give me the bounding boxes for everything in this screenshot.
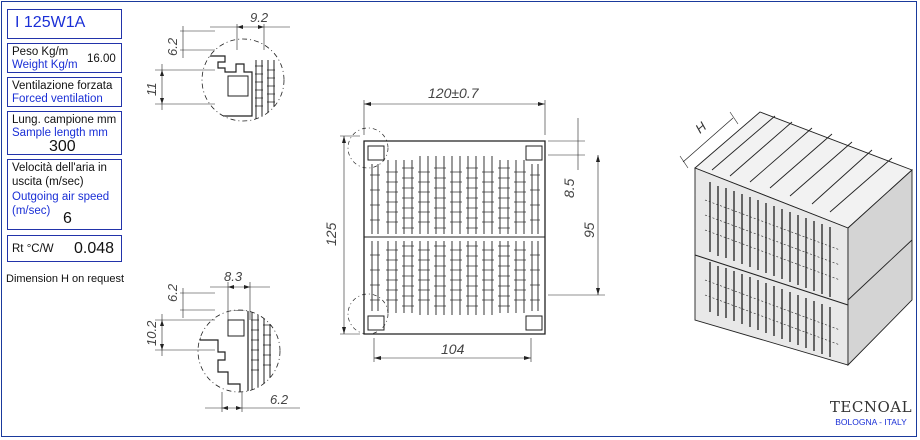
- top-detail-width-dim: 9.2: [250, 10, 269, 25]
- tecnoal-logo: TECNOAL BOLOGNA - ITALY: [826, 398, 916, 427]
- speed-label-it-2: uscita (m/sec): [12, 176, 84, 188]
- bottom-detail-slot-dim: 6.2: [165, 283, 180, 302]
- top-detail-slot-dim: 6.2: [165, 37, 180, 56]
- weight-value: 16.00: [87, 53, 116, 65]
- rt-value: 0.048: [74, 240, 115, 257]
- length-label-en: Sample length mm: [12, 127, 108, 139]
- bottom-detail-base-dim: 6.2: [270, 392, 289, 407]
- main-right-tall-dim: 95: [581, 222, 597, 238]
- air-speed-box: Velocità dell'aria in uscita (m/sec) Out…: [7, 159, 122, 230]
- length-label-it: Lung. campione mm: [12, 114, 117, 126]
- main-width-dim: 120±0.7: [428, 85, 480, 101]
- top-detail-height-dim: 11: [144, 83, 159, 97]
- ventilation-label-en: Forced ventilation: [12, 93, 103, 105]
- main-right-small-dim: 8.5: [561, 178, 577, 198]
- main-height-dim: 125: [323, 222, 339, 246]
- dimension-note: Dimension H on request: [6, 273, 125, 285]
- top-detail-view: [155, 24, 290, 122]
- product-code: I 125W1A: [15, 14, 86, 31]
- weight-label-en: Weight Kg/m: [12, 59, 78, 71]
- sample-length-box: Lung. campione mm Sample length mm 300: [7, 111, 122, 155]
- speed-label-en-1: Outgoing air speed: [12, 191, 110, 203]
- speed-label-it-1: Velocità dell'aria in: [12, 162, 107, 174]
- ventilation-box: Ventilazione forzata Forced ventilation: [7, 77, 122, 107]
- bottom-detail-width-dim: 8.3: [224, 269, 243, 284]
- length-value: 300: [49, 138, 76, 155]
- ventilation-label-it: Ventilazione forzata: [12, 80, 113, 92]
- bottom-detail-height-dim: 10.2: [144, 320, 159, 346]
- weight-box: Peso Kg/m Weight Kg/m 16.00: [7, 43, 122, 73]
- main-bottom-width-dim: 104: [441, 341, 465, 357]
- speed-value: 6: [63, 210, 72, 227]
- product-code-box: I 125W1A: [7, 9, 122, 39]
- isometric-view: [679, 111, 913, 367]
- iso-h-label: H: [692, 118, 709, 136]
- weight-label-it: Peso Kg/m: [12, 46, 69, 58]
- rt-label: Rt °C/W: [12, 243, 54, 255]
- main-section-view: [340, 100, 605, 362]
- brand-name: TECNOAL: [829, 398, 913, 416]
- thermal-resistance-box: Rt °C/W 0.048: [7, 235, 122, 262]
- speed-label-en-2: (m/sec): [12, 205, 51, 217]
- brand-city: BOLOGNA - ITALY: [835, 417, 907, 427]
